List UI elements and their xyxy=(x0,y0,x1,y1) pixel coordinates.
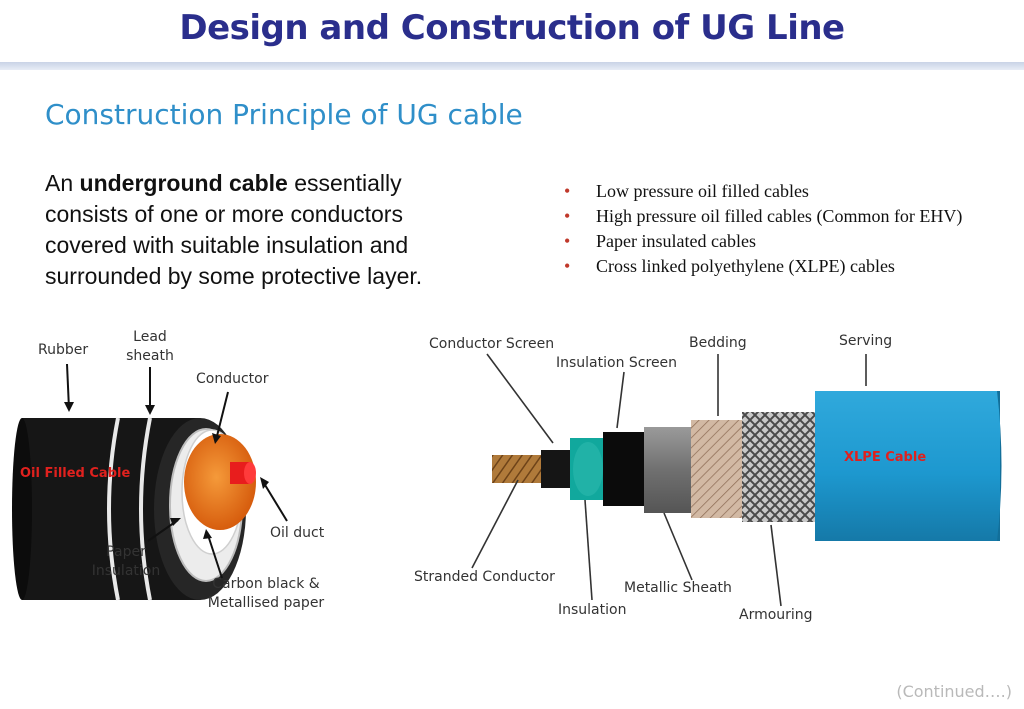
label-armouring: Armouring xyxy=(739,607,813,623)
list-item: •Paper insulated cables xyxy=(564,229,984,254)
bullet-icon: • xyxy=(564,256,571,276)
label-oil-duct: Oil duct xyxy=(270,525,325,541)
list-item: •Low pressure oil filled cables xyxy=(564,179,984,204)
list-item: •Cross linked polyethylene (XLPE) cables xyxy=(564,254,984,279)
label-insulation-screen: Insulation Screen xyxy=(556,355,678,371)
intro-suffix: essentially consists of one or more cond… xyxy=(45,170,423,289)
label-paper-insulation: Paper Insulation xyxy=(91,544,161,579)
label-lead-sheath: Lead sheath xyxy=(126,329,174,364)
label-bedding: Bedding xyxy=(689,335,747,351)
bullet-icon: • xyxy=(564,231,571,251)
label-conductor-screen: Conductor Screen xyxy=(429,336,555,352)
intro-prefix: An xyxy=(45,170,80,196)
bullet-icon: • xyxy=(564,181,571,201)
label-stranded-conductor: Stranded Conductor xyxy=(414,569,555,585)
intro-bold-term: underground cable xyxy=(79,170,288,196)
label-conductor: Conductor xyxy=(196,371,269,387)
label-metallic-sheath: Metallic Sheath xyxy=(624,580,732,596)
title-divider xyxy=(0,62,1024,70)
slide-subtitle: Construction Principle of UG cable xyxy=(45,98,523,131)
intro-paragraph: An underground cable essentially consist… xyxy=(45,168,485,292)
xlpe-cable-label: XLPE Cable xyxy=(844,450,927,465)
cable-types-list: •Low pressure oil filled cables •High pr… xyxy=(564,179,984,279)
label-serving: Serving xyxy=(839,333,893,349)
label-carbon-black: Carbon black & Metallised paper xyxy=(207,576,325,611)
continued-note: (Continued….) xyxy=(896,682,1012,701)
slide-title: Design and Construction of UG Line xyxy=(179,8,845,48)
label-rubber: Rubber xyxy=(38,342,89,358)
list-item: •High pressure oil filled cables (Common… xyxy=(564,204,984,229)
label-insulation: Insulation xyxy=(558,602,627,618)
oil-filled-cable-label: Oil Filled Cable xyxy=(20,466,131,481)
oil-filled-cable-figure xyxy=(12,363,288,601)
xlpe-cable-figure xyxy=(471,353,1002,607)
bullet-icon: • xyxy=(564,206,571,226)
